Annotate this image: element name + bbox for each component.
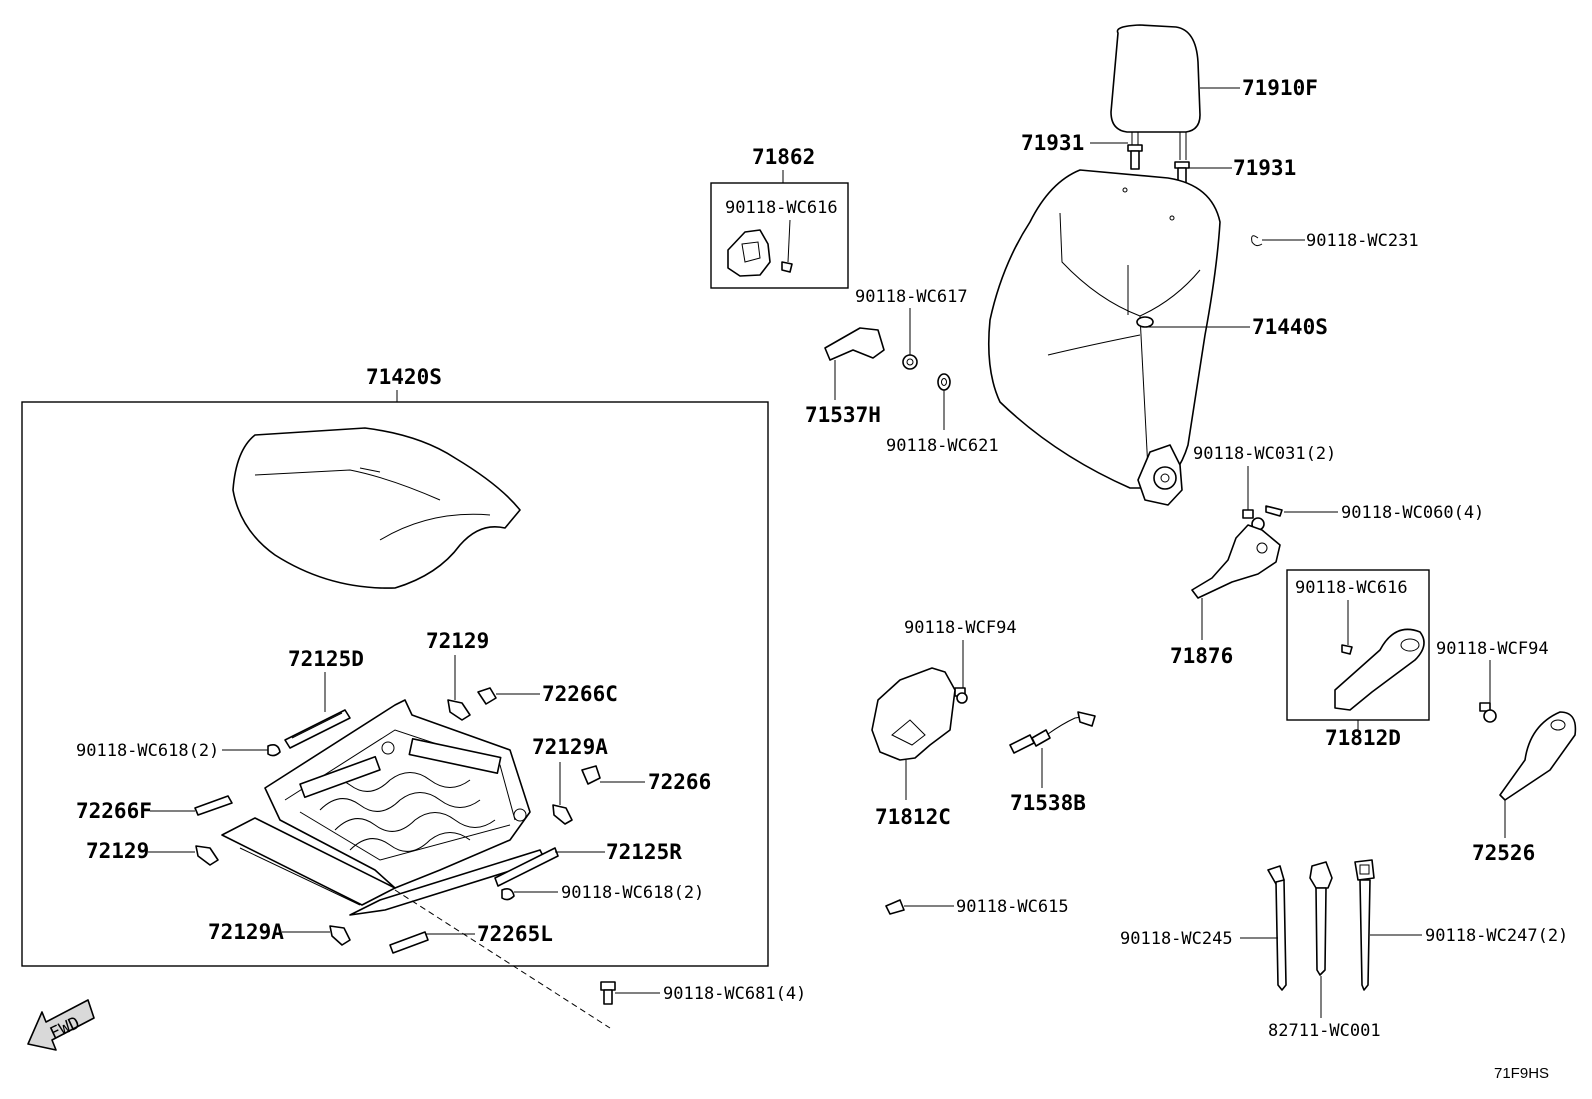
label-72129A-bottom: 72129A xyxy=(208,920,284,944)
label-71910F: 71910F xyxy=(1242,76,1318,100)
label-71538B: 71538B xyxy=(1010,791,1086,815)
label-72125R: 72125R xyxy=(606,840,682,864)
label-72129A-right: 72129A xyxy=(532,735,608,759)
cover-72526 xyxy=(1499,711,1577,801)
cover-71812D xyxy=(1334,628,1425,711)
frame-72125 xyxy=(264,699,531,889)
seatback-71440S xyxy=(988,169,1221,506)
label-71876: 71876 xyxy=(1170,644,1233,668)
label-71812D: 71812D xyxy=(1325,726,1401,750)
box-71420S xyxy=(21,401,769,967)
label-72266F: 72266F xyxy=(76,799,152,823)
label-71440S: 71440S xyxy=(1252,315,1328,339)
cover-71812C xyxy=(871,667,956,761)
clip-90118-WCF94-center xyxy=(954,687,968,704)
label-72125D: 72125D xyxy=(288,647,364,671)
screw-90118-WC060 xyxy=(1265,505,1283,517)
nut-90118-WC617 xyxy=(902,354,918,370)
label-90118-WC681: 90118-WC681(4) xyxy=(663,984,806,1004)
label-71812C: 71812C xyxy=(875,805,951,829)
cover-71862 xyxy=(727,229,771,277)
label-90118-WC231: 90118-WC231 xyxy=(1306,231,1419,251)
label-90118-WCF94-center: 90118-WCF94 xyxy=(904,618,1017,638)
clamp-82711-WC001 xyxy=(1309,861,1333,976)
label-82711-WC001: 82711-WC001 xyxy=(1268,1021,1381,1041)
pad-72266F xyxy=(194,795,233,816)
label-90118-WC621: 90118-WC621 xyxy=(886,436,999,456)
tie-90118-WC245 xyxy=(1267,865,1287,991)
label-90118-WCF94-right: 90118-WCF94 xyxy=(1436,639,1549,659)
clip-72266 xyxy=(581,765,601,785)
screw-90118-WC616-top xyxy=(781,261,793,273)
headrest-71910F xyxy=(1110,24,1201,160)
clip-72129-top xyxy=(447,699,471,721)
washer-90118-WC621 xyxy=(937,373,951,391)
cover-71876 xyxy=(1191,524,1281,599)
label-90118-WC618-left: 90118-WC618(2) xyxy=(76,741,219,761)
harness-71538B xyxy=(1009,711,1096,754)
clip-72129-left xyxy=(195,845,219,866)
label-71931-left: 71931 xyxy=(1021,131,1084,155)
box-71862 xyxy=(710,182,849,289)
label-90118-WC060: 90118-WC060(4) xyxy=(1341,503,1484,523)
pad-72125R xyxy=(494,847,559,887)
label-90118-WC616-right: 90118-WC616 xyxy=(1295,578,1408,598)
clip-90118-WC615 xyxy=(885,899,905,915)
label-72129-left: 72129 xyxy=(86,839,149,863)
label-71537H: 71537H xyxy=(805,403,881,427)
clip-72129A-bottom xyxy=(329,925,351,946)
clip-90118-WCF94-right xyxy=(1479,702,1497,723)
label-72266: 72266 xyxy=(648,770,711,794)
label-71420S: 71420S xyxy=(366,365,442,389)
label-72265L: 72265L xyxy=(477,922,553,946)
label-72266C: 72266C xyxy=(542,682,618,706)
clip-72129A-right xyxy=(552,804,573,825)
label-71862: 71862 xyxy=(752,145,815,169)
label-90118-WC247: 90118-WC247(2) xyxy=(1425,926,1568,946)
guide-71931-right xyxy=(1174,161,1190,191)
label-90118-WC618-right: 90118-WC618(2) xyxy=(561,883,704,903)
fwd-arrow-icon: FWD xyxy=(27,999,95,1051)
label-90118-WC616-top: 90118-WC616 xyxy=(725,198,838,218)
label-71931-right: 71931 xyxy=(1233,156,1296,180)
clip-72266C xyxy=(477,687,497,705)
label-90118-WC031: 90118-WC031(2) xyxy=(1193,444,1336,464)
pad-72265L xyxy=(389,931,429,954)
nut-90118-WC618-right xyxy=(501,888,515,901)
label-72129-top: 72129 xyxy=(426,629,489,653)
bolt-90118-WC681 xyxy=(600,981,616,1005)
label-90118-WC245: 90118-WC245 xyxy=(1120,929,1233,949)
pad-72125D xyxy=(284,709,351,749)
nut-90118-WC618-left xyxy=(267,744,281,757)
rails xyxy=(221,817,546,916)
label-90118-WC617: 90118-WC617 xyxy=(855,287,968,307)
label-72526: 72526 xyxy=(1472,841,1535,865)
cover-71537H xyxy=(824,327,885,361)
diagram-code: 71F9HS xyxy=(1494,1065,1549,1082)
tie-90118-WC247 xyxy=(1354,859,1375,991)
label-90118-WC615: 90118-WC615 xyxy=(956,897,1069,917)
screw-90118-WC616-right xyxy=(1341,644,1353,655)
cushion-71420S xyxy=(232,427,521,589)
guide-71931-left xyxy=(1127,144,1143,170)
